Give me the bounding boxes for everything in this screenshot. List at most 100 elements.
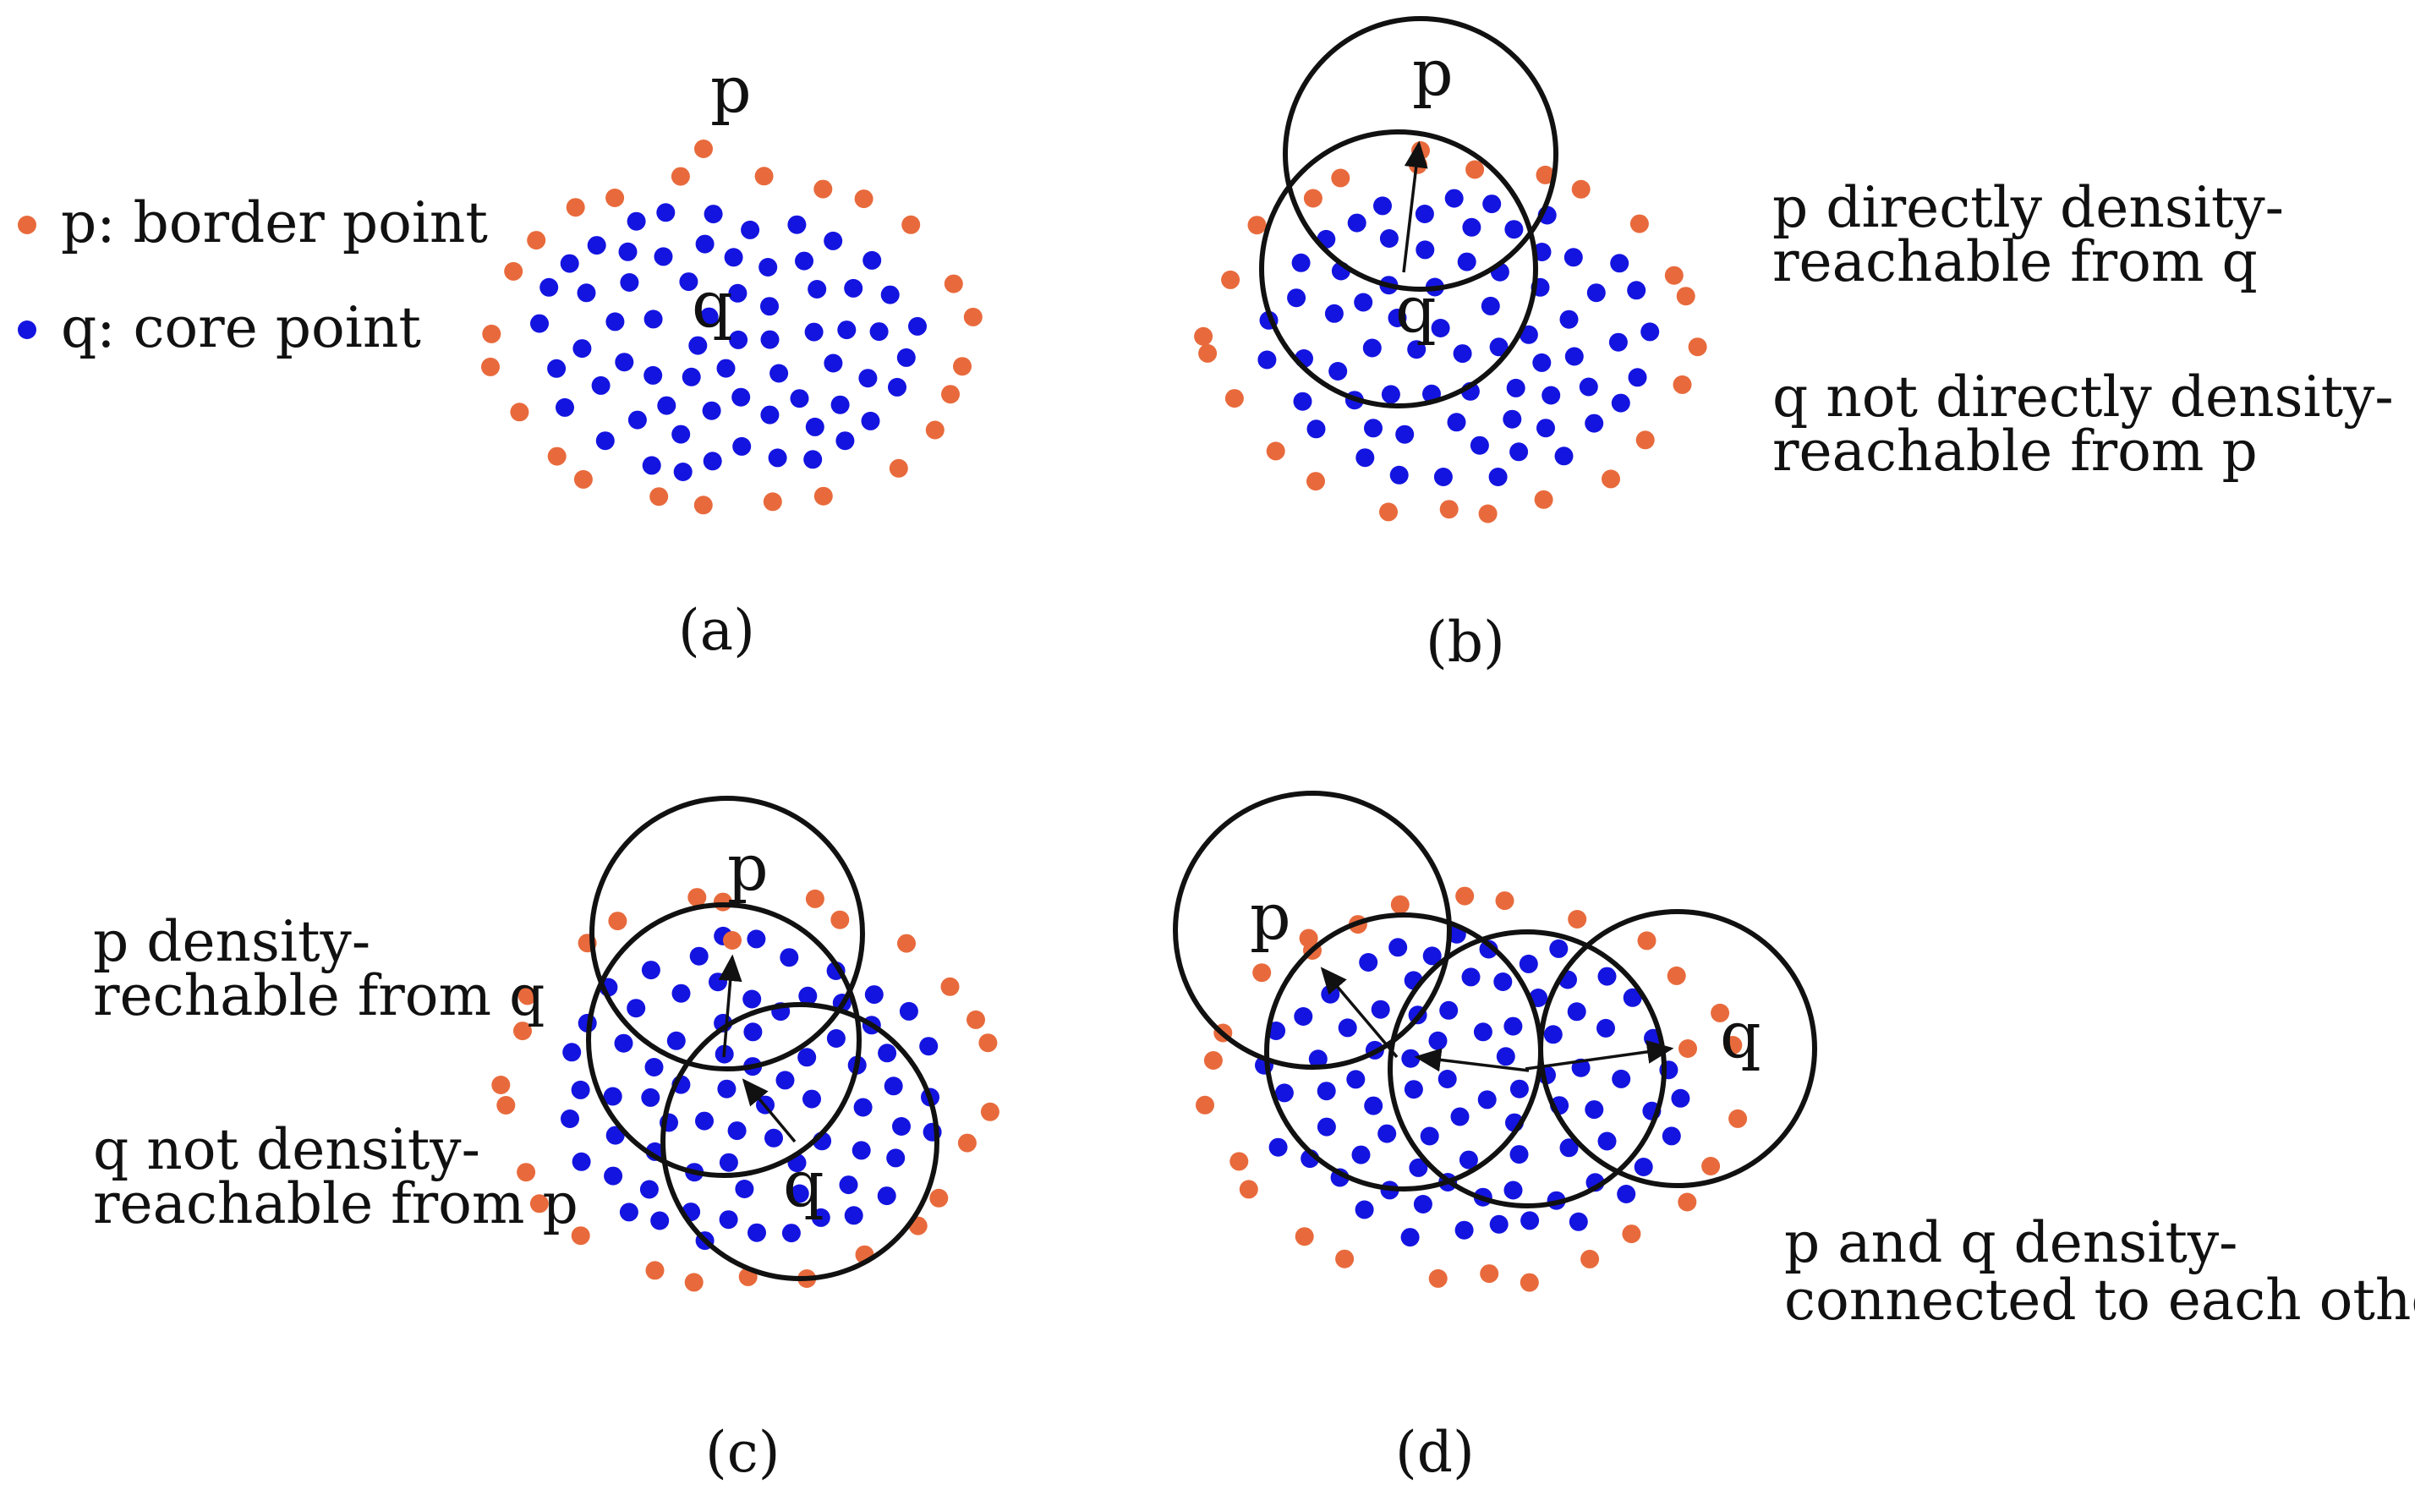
core-point <box>1422 946 1442 966</box>
panel-c-eps-circle-mid <box>586 902 862 1178</box>
core-point <box>1506 378 1525 397</box>
border-point <box>517 1163 536 1182</box>
core-point <box>798 986 818 1005</box>
core-point <box>1351 1145 1371 1164</box>
core-point <box>671 425 691 444</box>
core-point <box>1308 1049 1328 1069</box>
border-point <box>649 487 669 507</box>
border-point <box>1331 168 1350 188</box>
core-point <box>1359 953 1378 972</box>
core-point <box>1496 1047 1515 1066</box>
panel-c-text-not-reach-line1: q not density- <box>93 1117 480 1182</box>
core-point <box>618 242 638 261</box>
core-point <box>1461 967 1481 987</box>
legend-border-marker <box>18 216 36 234</box>
core-point <box>561 1109 579 1128</box>
panel-c-eps-circle-p <box>589 796 865 1071</box>
core-point <box>1317 1082 1336 1101</box>
core-point <box>1388 938 1408 957</box>
core-point <box>1559 1138 1579 1158</box>
core-point <box>1268 1137 1288 1157</box>
border-point <box>901 215 921 234</box>
border-point <box>1306 472 1325 491</box>
border-point <box>504 261 523 281</box>
core-point <box>748 1223 766 1242</box>
core-point <box>824 353 843 373</box>
core-point <box>695 1111 714 1131</box>
core-point <box>1559 310 1579 329</box>
core-point <box>702 401 721 420</box>
border-point <box>1465 160 1485 179</box>
core-point <box>1294 1007 1313 1026</box>
panel-c-arrow-q-to-mid <box>742 1078 797 1143</box>
core-point <box>780 948 799 967</box>
core-point <box>642 456 661 475</box>
core-point <box>1662 1126 1681 1146</box>
core-point <box>886 1148 906 1168</box>
core-point <box>1395 425 1415 444</box>
core-point <box>741 220 760 239</box>
core-point <box>1479 940 1498 959</box>
core-point <box>689 946 709 966</box>
core-point <box>1470 436 1489 455</box>
border-point <box>1224 389 1244 408</box>
panel-b: p q p directly density- reachable from q… <box>1194 16 2394 675</box>
core-point <box>1362 338 1382 358</box>
core-point <box>1324 304 1344 323</box>
border-point <box>1239 1180 1258 1199</box>
border-point <box>940 977 960 996</box>
core-point <box>716 359 736 378</box>
border-point <box>1266 441 1285 461</box>
core-point <box>560 254 579 273</box>
core-point <box>1454 1220 1474 1240</box>
core-point <box>1564 347 1584 366</box>
core-point <box>1457 252 1476 271</box>
border-point <box>1203 1051 1223 1070</box>
core-point <box>1610 254 1629 273</box>
core-point <box>671 983 691 1003</box>
core-point <box>627 410 647 430</box>
core-point <box>1428 1031 1448 1050</box>
core-point <box>1489 1214 1509 1234</box>
core-point <box>1293 392 1312 411</box>
border-point <box>671 167 690 186</box>
panel-a-p-label: p <box>710 52 752 127</box>
border-point <box>1673 375 1692 394</box>
border-point <box>1303 189 1322 208</box>
core-point <box>729 330 748 349</box>
core-point <box>1346 1070 1366 1089</box>
border-point <box>684 1273 704 1292</box>
border-point <box>1221 270 1240 289</box>
core-point <box>732 436 752 456</box>
core-point <box>1509 1079 1529 1098</box>
border-point <box>527 231 546 250</box>
border-point <box>1678 1192 1697 1212</box>
core-point <box>724 248 743 267</box>
panel-c-text-reach-line2: rechable from q <box>93 963 545 1028</box>
core-point <box>1379 229 1399 248</box>
core-point <box>614 1033 633 1053</box>
core-point <box>735 1180 754 1198</box>
border-point <box>1667 966 1686 985</box>
core-point <box>641 1087 660 1107</box>
border-point <box>1335 1249 1355 1268</box>
border-point <box>687 888 707 907</box>
core-point <box>709 972 727 992</box>
core-point <box>1473 1022 1492 1042</box>
core-point <box>556 397 574 417</box>
core-point <box>571 1080 590 1099</box>
core-point <box>603 1087 622 1106</box>
border-point <box>573 469 593 489</box>
core-point <box>1404 1080 1423 1099</box>
core-point <box>769 364 789 383</box>
panel-b-q-label: q <box>1395 271 1437 347</box>
core-point <box>1354 293 1373 312</box>
core-point <box>1388 309 1407 327</box>
core-point <box>643 365 663 385</box>
core-point <box>572 1152 591 1171</box>
core-point <box>1585 414 1604 433</box>
core-point <box>704 205 723 224</box>
panel-c-text-reach-line1: p density- <box>93 909 370 974</box>
core-point <box>1519 325 1538 344</box>
border-point <box>1536 165 1555 184</box>
